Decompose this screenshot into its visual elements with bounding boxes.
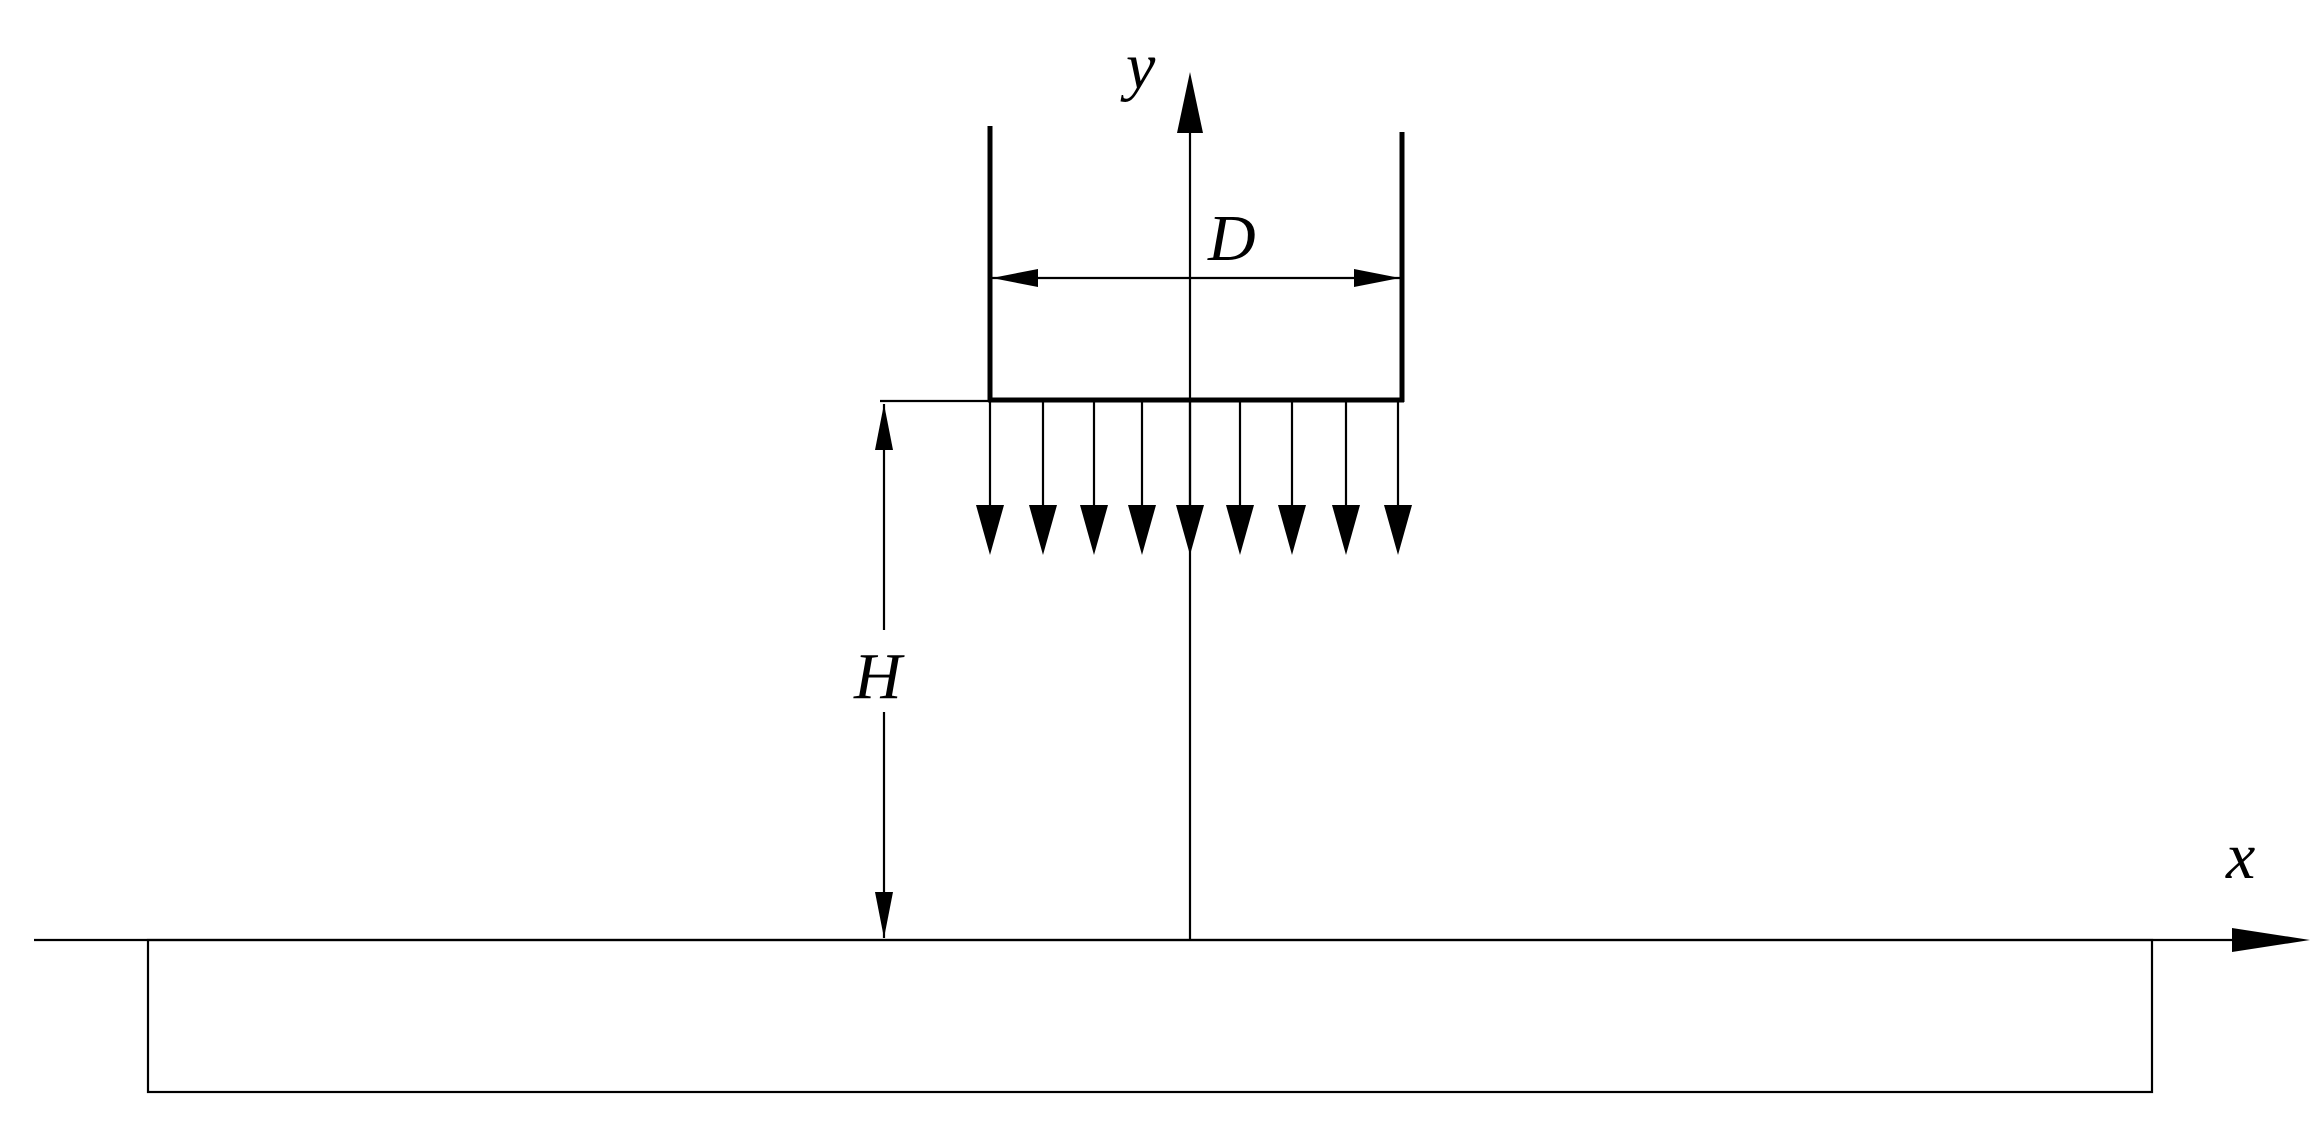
impingement-plate — [146, 938, 2154, 1094]
height-arrowhead-bottom — [875, 892, 893, 938]
height-label: H — [853, 640, 905, 713]
diameter-arrowhead-left — [992, 269, 1038, 287]
jet-arrowhead — [1332, 505, 1360, 555]
jet-arrowhead — [1226, 505, 1254, 555]
y-axis-label: y — [1120, 30, 1156, 103]
jet-arrowhead — [1128, 505, 1156, 555]
x-axis-arrowhead — [2232, 928, 2310, 952]
diameter-label: D — [1207, 202, 1256, 275]
diameter-arrowhead-right — [1354, 269, 1400, 287]
jet-arrowhead — [1278, 505, 1306, 555]
jet-arrowhead — [1080, 505, 1108, 555]
jet-flow-arrows — [976, 402, 1412, 555]
jet-arrowhead — [976, 505, 1004, 555]
jet-arrowhead — [1384, 505, 1412, 555]
jet-arrowhead — [1029, 505, 1057, 555]
y-axis-arrowhead — [1177, 72, 1203, 133]
jet-arrowhead — [1176, 505, 1204, 555]
x-axis-label: x — [2225, 820, 2255, 893]
height-arrowhead-top — [875, 404, 893, 450]
